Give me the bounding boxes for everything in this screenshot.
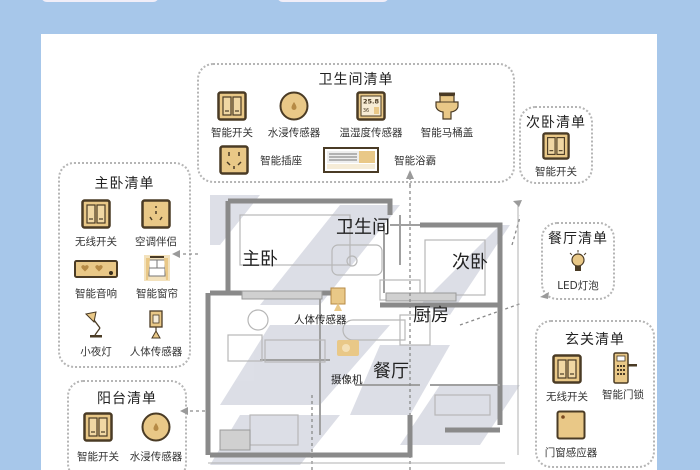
smart-bath-heater-icon	[323, 147, 379, 173]
wireless-switch-icon	[81, 199, 111, 229]
bathroom-list-box: 卫生间清单 智能开关 水浸传感器 25.8 36 温湿度传感器 智能马桶盖	[197, 63, 515, 183]
bathroom-item-bath-heater: 智能浴霸	[323, 147, 473, 173]
smart-speaker-icon	[74, 260, 118, 278]
master-bedroom-list-title: 主卧清单	[94, 176, 155, 192]
led-bulb-icon	[569, 250, 587, 271]
entrance-item-smart-lock: 智能门锁	[593, 352, 653, 402]
entrance-list-box: 玄关清单 无线开关 智能门锁 门窗感应器	[535, 320, 655, 468]
smart-switch-icon	[83, 412, 113, 442]
wireless-switch-icon	[552, 354, 582, 384]
balcony-list-box: 阳台清单 智能开关 水浸传感器	[67, 380, 187, 470]
svg-text:36: 36	[363, 108, 369, 114]
smart-curtain-icon	[144, 255, 170, 281]
room-label-master-bedroom: 主卧	[242, 249, 278, 270]
floor-plan: 主卧 卫生间 次卧 厨房 餐厅 人体传感器 摄像机	[200, 185, 520, 470]
second-bedroom-item-smart-switch: 智能开关	[521, 132, 591, 179]
bathroom-item-water-sensor: 水浸传感器	[261, 91, 327, 140]
smart-switch-icon	[542, 132, 570, 160]
dining-list-box: 餐厅清单 LED灯泡	[541, 222, 615, 300]
bathroom-item-temp-humidity: 25.8 36 温湿度传感器	[331, 91, 411, 140]
master-item-night-lamp: 小夜灯	[66, 310, 126, 359]
dining-list-title: 餐厅清单	[548, 231, 608, 247]
master-item-smart-curtain: 智能窗帘	[126, 254, 188, 301]
bathroom-item-smart-switch: 智能开关	[203, 91, 261, 140]
door-window-sensor-icon	[556, 410, 586, 440]
room-label-bathroom: 卫生间	[336, 217, 390, 238]
water-leak-sensor-icon	[279, 91, 309, 121]
top-tab-right	[277, 0, 389, 2]
motion-sensor-icon	[149, 310, 163, 339]
room-label-dining: 餐厅	[373, 361, 409, 382]
smart-door-lock-icon	[613, 352, 637, 384]
bathroom-item-smart-socket: 智能插座	[219, 145, 319, 175]
smart-socket-icon	[219, 145, 249, 175]
master-bedroom-list-box: 主卧清单 无线开关 空调伴侣 智能音响	[58, 162, 191, 368]
master-item-motion-sensor: 人体传感器	[122, 310, 190, 359]
room-label-kitchen: 厨房	[413, 305, 449, 326]
top-tab-left	[41, 0, 159, 2]
balcony-item-smart-switch: 智能开关	[69, 412, 127, 464]
smart-switch-icon	[217, 91, 247, 121]
master-item-wireless-switch: 无线开关	[66, 199, 126, 249]
room-label-second-bedroom: 次卧	[452, 252, 488, 273]
temp-humidity-sensor-icon: 25.8 36	[356, 91, 386, 121]
plan-label-motion-sensor: 人体传感器	[294, 314, 347, 326]
smart-toilet-seat-icon	[435, 92, 459, 120]
plan-label-camera: 摄像机	[331, 374, 363, 386]
entrance-item-door-window-sensor: 门窗感应器	[539, 410, 603, 460]
dining-item-led-bulb: LED灯泡	[543, 250, 613, 293]
plan-motion-sensor-icon	[330, 287, 346, 311]
entrance-list-title: 玄关清单	[565, 332, 625, 348]
balcony-item-water-sensor: 水浸传感器	[125, 412, 187, 464]
second-bedroom-list-title: 次卧清单	[526, 115, 586, 131]
ac-companion-icon	[141, 199, 171, 229]
master-item-smart-speaker: 智能音响	[64, 260, 128, 301]
second-bedroom-list-box: 次卧清单 智能开关	[519, 106, 593, 184]
night-lamp-icon	[84, 311, 102, 338]
bathroom-list-title: 卫生间清单	[318, 72, 394, 88]
bathroom-item-toilet-seat: 智能马桶盖	[411, 91, 483, 140]
svg-text:25.8: 25.8	[363, 98, 380, 106]
floor-plan-drawing	[205, 185, 520, 470]
plan-camera-icon	[337, 340, 359, 356]
water-leak-sensor-icon	[141, 412, 171, 442]
master-item-ac-companion: 空调伴侣	[126, 199, 186, 249]
balcony-list-title: 阳台清单	[97, 391, 157, 407]
entrance-item-wireless-switch: 无线开关	[539, 354, 595, 404]
